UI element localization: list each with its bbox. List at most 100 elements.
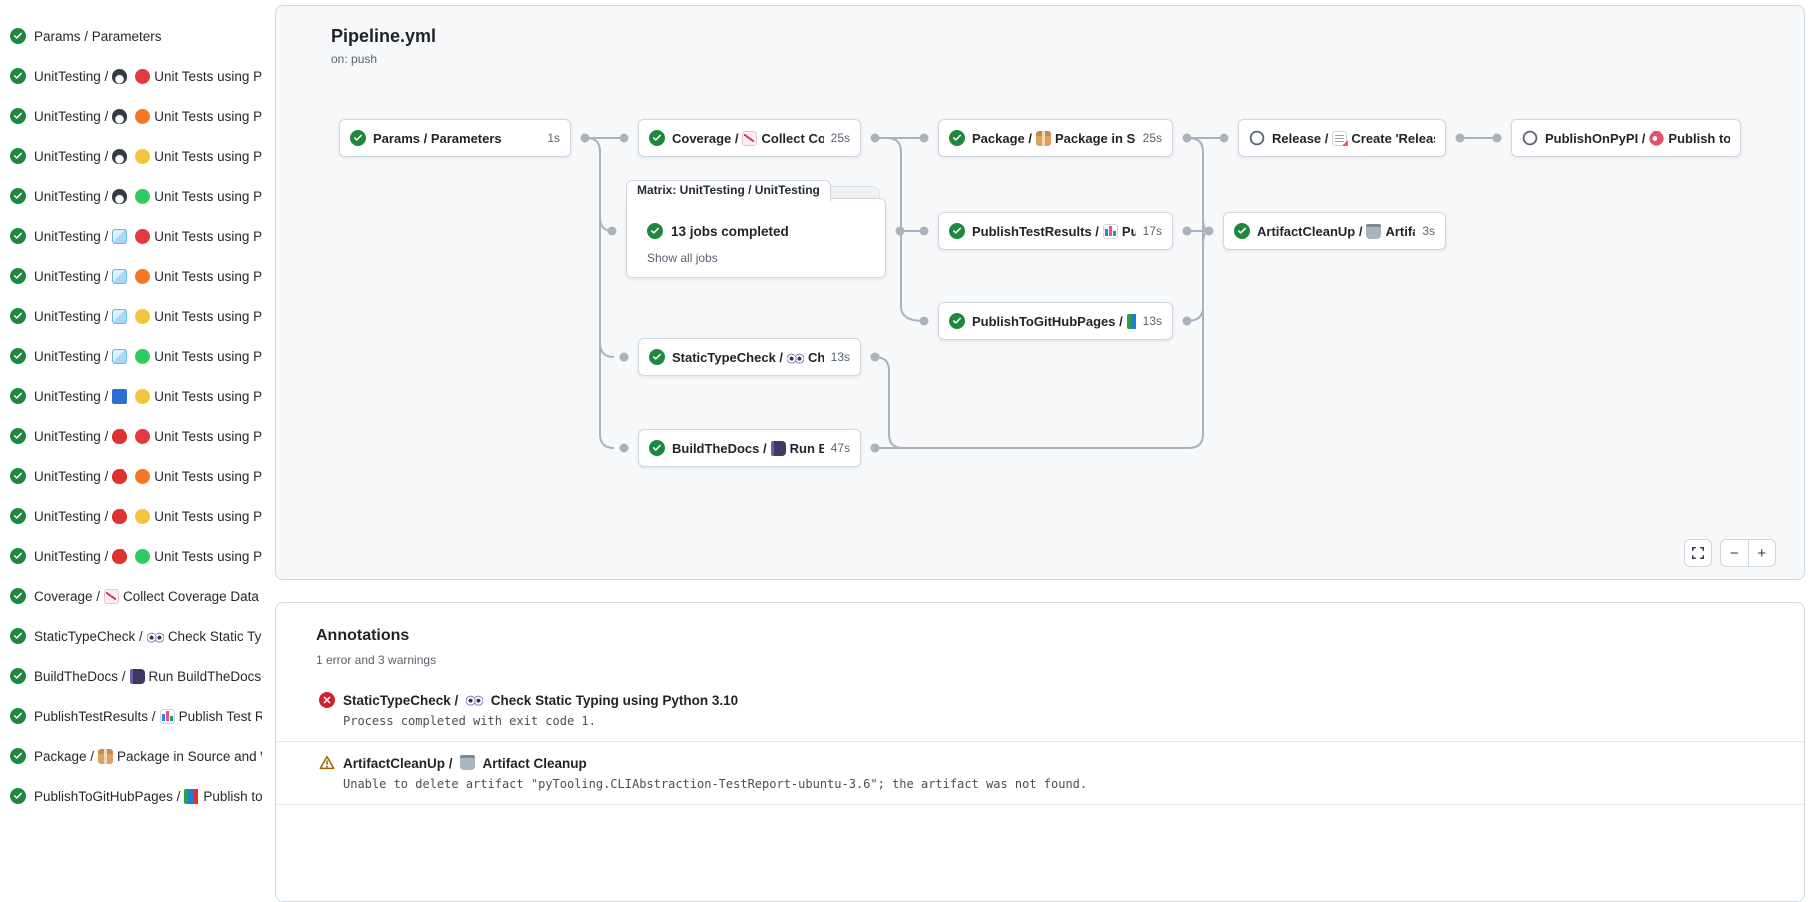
sidebar-job-item[interactable]: UnitTesting / Unit Tests using Pyth...: [0, 256, 268, 296]
job-node-pypi[interactable]: PublishOnPyPI / Publish to ...: [1511, 119, 1741, 157]
success-check-icon: [10, 548, 26, 564]
sidebar-job-item[interactable]: UnitTesting / Unit Tests using Pyth...: [0, 176, 268, 216]
sidebar-job-label: UnitTesting / Unit Tests using Pyth...: [34, 388, 262, 404]
penguin-icon: [112, 148, 128, 164]
bars-icon: [159, 708, 175, 724]
annotations-panel: Annotations 1 error and 3 warnings Stati…: [275, 602, 1805, 902]
eyes-icon: [466, 692, 484, 707]
success-check-icon: [10, 708, 26, 724]
job-duration: 3s: [1422, 224, 1435, 238]
job-node-btd[interactable]: BuildTheDocs / Run Buil...47s: [638, 429, 861, 467]
sidebar-job-item[interactable]: UnitTesting / Unit Tests using Pyth...: [0, 136, 268, 176]
annotation-detail: Process completed with exit code 1.: [343, 714, 596, 728]
success-check-icon: [1234, 223, 1250, 239]
sidebar-job-item[interactable]: UnitTesting / Unit Tests using Pyth...: [0, 216, 268, 256]
workflow-trigger: on: push: [331, 52, 378, 66]
ice-cube-icon: [112, 348, 128, 364]
job-node-release[interactable]: Release / Create 'Release P...: [1238, 119, 1446, 157]
penguin-icon: [112, 108, 128, 124]
success-check-icon: [10, 28, 26, 44]
sidebar-job-item[interactable]: UnitTesting / Unit Tests using Pyth...: [0, 336, 268, 376]
job-node-title: PublishTestResults / Pu...: [972, 223, 1136, 239]
annotation-row: [276, 804, 1804, 891]
sidebar-job-item[interactable]: UnitTesting / Unit Tests using Pyth...: [0, 296, 268, 336]
success-check-icon: [949, 130, 965, 146]
zoom-in-button[interactable]: +: [1757, 544, 1767, 562]
matrix-jobs-node[interactable]: 13 jobs completed Show all jobs: [626, 198, 886, 278]
circle-orange-icon: [135, 108, 151, 124]
success-check-icon: [10, 508, 26, 524]
circle-yellow-icon: [135, 148, 151, 164]
annotation-detail: Unable to delete artifact "pyTooling.CLI…: [343, 777, 1088, 791]
book-icon: [770, 440, 786, 456]
success-check-icon: [10, 588, 26, 604]
job-node-ptr[interactable]: PublishTestResults / Pu...17s: [938, 212, 1173, 250]
job-duration: 25s: [1142, 131, 1162, 145]
job-node-title: Release / Create 'Release P...: [1272, 130, 1435, 146]
success-check-icon: [10, 388, 26, 404]
books-icon: [184, 788, 200, 804]
sidebar-job-label: UnitTesting / Unit Tests using Pyth...: [34, 508, 262, 524]
ice-cube-icon: [112, 308, 128, 324]
rocket-icon: [1646, 130, 1667, 146]
fullscreen-icon: [1692, 547, 1704, 559]
annotation-row: StaticTypeCheck / Check Static Typing us…: [276, 679, 1804, 741]
job-node-coverage[interactable]: Coverage / Collect Cove...25s: [638, 119, 861, 157]
workflow-graph-canvas[interactable]: Pipeline.yml on: push Matrix: UnitTestin…: [276, 6, 1806, 581]
job-node-ptghp[interactable]: PublishToGitHubPages / ...13s: [938, 302, 1173, 340]
job-node-package[interactable]: Package / Package in So...25s: [938, 119, 1173, 157]
success-check-icon: [10, 668, 26, 684]
sidebar-job-item[interactable]: UnitTesting / Unit Tests using Pyth...: [0, 376, 268, 416]
sidebar-job-item[interactable]: UnitTesting / Unit Tests using Pyth...: [0, 496, 268, 536]
success-check-icon: [10, 468, 26, 484]
sidebar-job-item[interactable]: Params / Parameters: [0, 16, 268, 56]
books-icon: [1126, 313, 1136, 329]
memo-icon: [1332, 130, 1349, 146]
sidebar-job-item[interactable]: UnitTesting / Unit Tests using Pyth...: [0, 536, 268, 576]
sidebar-job-item[interactable]: PublishTestResults / Publish Test Resu..…: [0, 696, 268, 736]
success-check-icon: [10, 68, 26, 84]
zoom-out-button[interactable]: −: [1721, 540, 1749, 566]
job-node-stc[interactable]: StaticTypeCheck / Chec...13s: [638, 338, 861, 376]
package-icon: [98, 748, 114, 764]
success-check-icon: [649, 349, 665, 365]
sidebar-job-item[interactable]: UnitTesting / Unit Tests using Pyth...: [0, 456, 268, 496]
matrix-jobs-summary: 13 jobs completed: [671, 223, 789, 239]
job-node-title: Params / Parameters: [373, 130, 502, 146]
apple-icon: [112, 468, 128, 484]
job-duration: 47s: [830, 441, 850, 455]
sidebar-job-item[interactable]: Coverage / Collect Coverage Data usi...: [0, 576, 268, 616]
annotations-title: Annotations: [316, 627, 410, 644]
circle-yellow-icon: [135, 388, 151, 404]
sidebar-job-label: UnitTesting / Unit Tests using Pyth...: [34, 148, 262, 164]
sidebar-job-item[interactable]: PublishToGitHubPages / Publish to G...: [0, 776, 268, 816]
chart-up-icon: [742, 130, 758, 146]
circle-orange-icon: [135, 468, 151, 484]
job-node-acu[interactable]: ArtifactCleanUp / Artifac...3s: [1223, 212, 1446, 250]
book-icon: [129, 668, 145, 684]
sidebar-job-label: UnitTesting / Unit Tests using Pyth...: [34, 108, 262, 124]
sidebar-job-label: PublishToGitHubPages / Publish to G...: [34, 788, 262, 804]
graph-controls: − +: [1684, 539, 1776, 567]
circle-green-icon: [135, 188, 151, 204]
sidebar-job-label: UnitTesting / Unit Tests using Pyth...: [34, 228, 262, 244]
sidebar-job-label: Package / Package in Source and Wh...: [34, 748, 262, 764]
blue-square-icon: [112, 388, 128, 404]
show-all-jobs-link[interactable]: Show all jobs: [647, 251, 718, 265]
job-duration: 25s: [830, 131, 850, 145]
sidebar-job-item[interactable]: Package / Package in Source and Wh...: [0, 736, 268, 776]
circle-yellow-icon: [135, 308, 151, 324]
sidebar-job-item[interactable]: BuildTheDocs / Run BuildTheDocs: [0, 656, 268, 696]
circle-red-icon: [135, 228, 151, 244]
success-check-icon: [10, 268, 26, 284]
fullscreen-button[interactable]: [1684, 539, 1712, 567]
sidebar-job-item[interactable]: UnitTesting / Unit Tests using Pyth...: [0, 96, 268, 136]
sidebar-job-item[interactable]: UnitTesting / Unit Tests using Pyth...: [0, 56, 268, 96]
circle-red-icon: [135, 428, 151, 444]
sidebar-job-item[interactable]: StaticTypeCheck / Check Static Typing...: [0, 616, 268, 656]
success-check-icon: [10, 188, 26, 204]
package-icon: [1036, 130, 1051, 146]
sidebar-job-item[interactable]: UnitTesting / Unit Tests using Pyth...: [0, 416, 268, 456]
